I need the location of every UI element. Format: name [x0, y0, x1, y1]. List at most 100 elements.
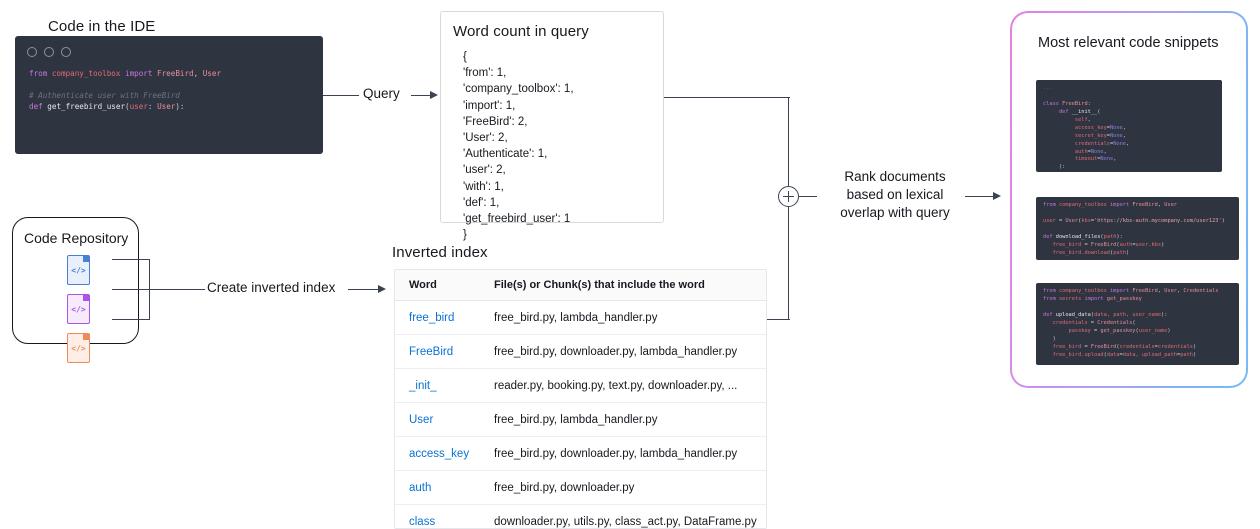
code-token: data, [1122, 351, 1142, 358]
table-cell-word[interactable]: _init_ [409, 379, 437, 392]
code-token: passkey [1043, 327, 1095, 334]
code-file-orange-icon: </> [67, 333, 90, 363]
code-token: = [1090, 217, 1095, 224]
code-token: ( [1100, 233, 1104, 240]
code-snippet-1-code: ... class FreeBird: def __init__( self, … [1043, 85, 1129, 172]
code-line: ): [1043, 164, 1129, 172]
code-token: = [1177, 351, 1181, 358]
code-token: None [1100, 156, 1114, 163]
code-token: kbs [1081, 217, 1091, 224]
code-token: free_bird [1043, 241, 1085, 248]
code-line: class FreeBird: [1043, 101, 1129, 109]
code-snippet-2[interactable]: from company_toolbox import FreeBird, Us… [1036, 197, 1239, 260]
code-snippet-3-code: from company_toolbox import FreeBird, Us… [1043, 288, 1218, 359]
window-dot-close-icon [27, 47, 37, 57]
code-token: path [1180, 351, 1193, 358]
code-line: user = User(kbs='https://kbs-auth.mycomp… [1043, 218, 1225, 226]
code-line: from secrets import get_passkey [1043, 296, 1218, 304]
code-snippet-1[interactable]: ... class FreeBird: def __init__( self, … [1036, 80, 1222, 172]
code-token: company_toolbox [1058, 288, 1110, 294]
table-cell-word[interactable]: FreeBird [409, 345, 454, 358]
table-row[interactable]: access_key free_bird.py, downloader.py, l… [395, 437, 766, 471]
code-token: Credentials [1097, 319, 1133, 326]
code-token: ( [1090, 311, 1095, 318]
code-token: def [1043, 233, 1056, 240]
query-arrowhead-icon [430, 91, 438, 99]
table-cell-files: downloader.py, utils.py, class_act.py, D… [494, 515, 757, 528]
code-token: class [1043, 100, 1063, 107]
code-token: , [193, 69, 203, 78]
code-token: secret_key [1043, 132, 1107, 139]
code-token: = [1132, 241, 1136, 248]
code-token: User [1164, 288, 1177, 294]
code-token: import [1084, 295, 1107, 302]
code-token: ) [1221, 217, 1225, 224]
code-line: access_key=None, [1043, 125, 1129, 133]
relevant-snippets-panel: Most relevant code snippets ... class Fr… [1010, 11, 1248, 388]
code-token: ) [1192, 343, 1197, 350]
code-line [1043, 304, 1218, 312]
query-arrow-line-right [411, 95, 433, 97]
query-arrow-line-left [323, 95, 359, 97]
code-token: = [1090, 319, 1098, 326]
code-token: free_bird [1043, 343, 1085, 350]
create-index-arrow-label: Create inverted index [207, 280, 336, 295]
table-cell-word[interactable]: class [409, 515, 436, 528]
query-arrow-label: Query [363, 86, 400, 101]
code-token: User [157, 102, 176, 111]
code-token: = [1109, 140, 1114, 147]
code-snippet-3[interactable]: from company_toolbox import FreeBird, Us… [1036, 283, 1239, 365]
code-token: , [1157, 202, 1165, 208]
code-snippet-2-code: from company_toolbox import FreeBird, Us… [1043, 202, 1225, 258]
code-token: from [1043, 202, 1059, 208]
table-row[interactable]: class downloader.py, utils.py, class_act.… [395, 505, 766, 528]
code-token: User [1065, 217, 1079, 224]
ide-code-block: from company_toolbox import FreeBird, Us… [29, 68, 221, 112]
table-row[interactable]: User free_bird.py, lambda_handler.py [395, 403, 766, 437]
code-line: free_bird = FreeBird(credentials=credent… [1043, 344, 1218, 352]
code-line: free_bird.download(path) [1043, 250, 1225, 258]
code-token: ): [1161, 311, 1168, 318]
code-token: user [1043, 217, 1059, 224]
merge-line-vertical-top [788, 97, 790, 186]
code-line: free_bird.upload(data=data, upload_path=… [1043, 352, 1218, 360]
table-cell-word[interactable]: auth [409, 481, 432, 494]
table-cell-files: free_bird.py, downloader.py, lambda_hand… [494, 447, 738, 460]
code-token: free_bird.upload [1043, 351, 1104, 358]
code-token: User [1164, 202, 1177, 208]
table-cell-files: free_bird.py, lambda_handler.py [494, 413, 658, 426]
repo-line-merge [149, 289, 205, 291]
rank-arrow-line [965, 196, 995, 198]
window-controls [27, 47, 71, 57]
code-token: FreeBird [1132, 202, 1158, 208]
code-line: def download_files(path): [1043, 234, 1225, 242]
merge-line-vertical-bottom [788, 207, 790, 320]
code-token: ( [1116, 343, 1120, 350]
code-token: ( [125, 102, 130, 111]
code-token: 'https://kbs-auth.mycompany.com/user123' [1094, 217, 1222, 224]
code-line: from company_toolbox import FreeBird, Us… [1043, 202, 1225, 210]
table-cell-word[interactable]: User [409, 413, 434, 426]
code-token: def [29, 102, 48, 111]
code-repository-box: Code Repository </></></> [12, 217, 139, 363]
code-token: = [1097, 156, 1101, 163]
merge-line-bottom [767, 319, 790, 321]
table-cell-word[interactable]: access_key [409, 447, 470, 460]
table-cell-word[interactable]: free_bird [409, 311, 455, 324]
code-token: company_toolbox [1058, 202, 1110, 208]
code-token: __init__ [1071, 108, 1098, 115]
code-token: FreeBird [1132, 288, 1158, 294]
table-header-row: Word File(s) or Chunk(s) that include th… [395, 270, 766, 301]
code-token: upload_path [1141, 351, 1177, 358]
code-token: = [1084, 343, 1091, 350]
code-token: FreeBird [157, 69, 194, 78]
table-row[interactable]: _init_reader.py, booking.py, text.py, do… [395, 369, 766, 403]
word-count-card: Word count in query { 'from': 1, 'compan… [440, 11, 664, 241]
code-token: = [1087, 148, 1091, 155]
code-token: download_files [1055, 233, 1101, 240]
window-dot-minimize-icon [44, 47, 54, 57]
code-line: def upload_data(data, path, user_name): [1043, 312, 1218, 320]
